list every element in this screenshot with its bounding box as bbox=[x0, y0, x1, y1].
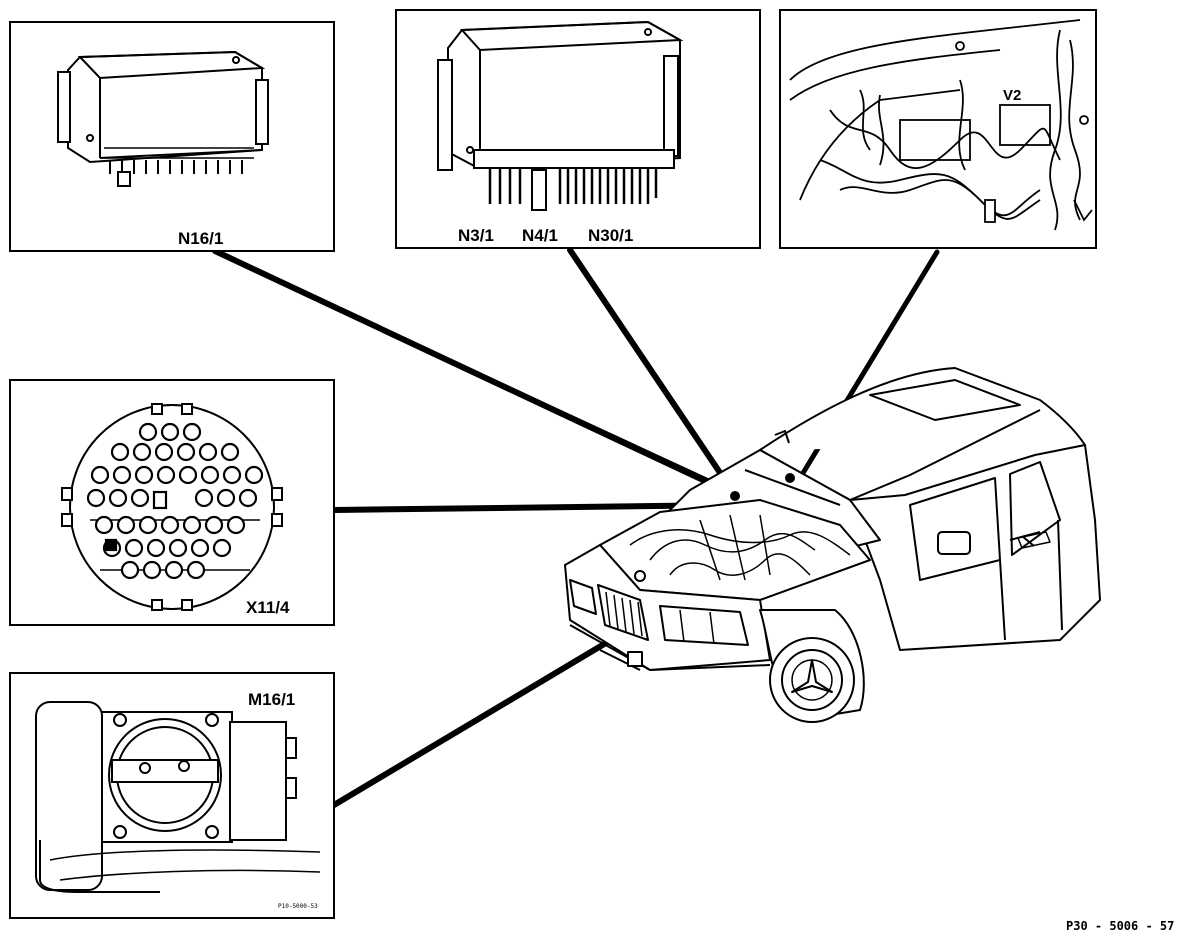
connector-pin bbox=[212, 538, 232, 558]
connector-pin bbox=[112, 465, 132, 485]
connector-pin bbox=[182, 422, 202, 442]
car-side bbox=[849, 444, 1101, 651]
control-unit-n3-drawing bbox=[437, 20, 684, 211]
connector-pin bbox=[194, 488, 214, 508]
connector-pin bbox=[134, 465, 154, 485]
connector-pin bbox=[186, 560, 206, 580]
panel-x11: X11/4 bbox=[9, 379, 335, 626]
connector-pin bbox=[156, 465, 176, 485]
connector-pin bbox=[204, 515, 224, 535]
connector-pin bbox=[116, 515, 136, 535]
figure-code: P30 - 5006 - 57 bbox=[1066, 919, 1174, 933]
connector-pin bbox=[216, 488, 236, 508]
connector-pin bbox=[160, 422, 180, 442]
connector-pin bbox=[190, 538, 210, 558]
connector-pin-marker bbox=[104, 538, 118, 552]
label-m16: M16/1 bbox=[248, 690, 295, 709]
label-v2: V2 bbox=[1003, 87, 1021, 104]
panel-v2: V2 bbox=[779, 9, 1097, 249]
car-wheel-emblem bbox=[791, 659, 833, 693]
label-n16: N16/1 bbox=[178, 229, 223, 248]
connector-pin bbox=[108, 488, 128, 508]
connector-pin bbox=[238, 488, 258, 508]
connector-key bbox=[152, 490, 168, 510]
connector-pin bbox=[222, 465, 242, 485]
label-n30: N30/1 bbox=[588, 226, 633, 245]
connector-pin bbox=[160, 515, 180, 535]
connector-pin bbox=[124, 538, 144, 558]
panel-n3: N3/1 N4/1 N30/1 bbox=[395, 9, 761, 249]
connector-pin bbox=[226, 515, 246, 535]
leader-n3 bbox=[567, 247, 738, 498]
connector-pin bbox=[138, 422, 158, 442]
connector-pin bbox=[244, 465, 264, 485]
connector-pin bbox=[130, 488, 150, 508]
car-headlight bbox=[659, 605, 749, 646]
connector-pin bbox=[110, 442, 130, 462]
label-n4: N4/1 bbox=[522, 226, 558, 245]
panel-n16: N16/1 bbox=[9, 21, 335, 252]
connector-pin bbox=[198, 442, 218, 462]
m16-fine-print: P10-5000-53 bbox=[278, 903, 318, 910]
throttle-body-drawing bbox=[35, 701, 321, 893]
control-unit-n16-drawing bbox=[57, 50, 269, 187]
connector-pin bbox=[168, 538, 188, 558]
connector-pin bbox=[164, 560, 184, 580]
connector-pin bbox=[142, 560, 162, 580]
panel-m16: M16/1 P10-5000-53 bbox=[9, 672, 335, 919]
leader-n16-thin bbox=[214, 250, 729, 489]
connector-pin bbox=[154, 442, 174, 462]
car-illustration bbox=[564, 367, 1101, 723]
engine-bay-wiring-drawing bbox=[789, 19, 1093, 231]
connector-pin bbox=[132, 442, 152, 462]
connector-pin bbox=[176, 442, 196, 462]
connector-pin-grid bbox=[86, 422, 264, 580]
connector-pin bbox=[120, 560, 140, 580]
connector-pin bbox=[146, 538, 166, 558]
car-roof bbox=[759, 367, 1086, 451]
label-x11: X11/4 bbox=[246, 598, 290, 617]
connector-pin bbox=[94, 515, 114, 535]
car-grille bbox=[597, 584, 649, 641]
connector-pin bbox=[182, 515, 202, 535]
connector-pin bbox=[86, 488, 106, 508]
connector-x11-drawing bbox=[61, 403, 283, 611]
connector-pin bbox=[138, 515, 158, 535]
connector-pin bbox=[200, 465, 220, 485]
leader-x11 bbox=[331, 502, 738, 513]
connector-pin bbox=[220, 442, 240, 462]
label-n3: N3/1 bbox=[458, 226, 494, 245]
leader-lines bbox=[212, 247, 940, 808]
connector-pin bbox=[178, 465, 198, 485]
connector-pin bbox=[90, 465, 110, 485]
